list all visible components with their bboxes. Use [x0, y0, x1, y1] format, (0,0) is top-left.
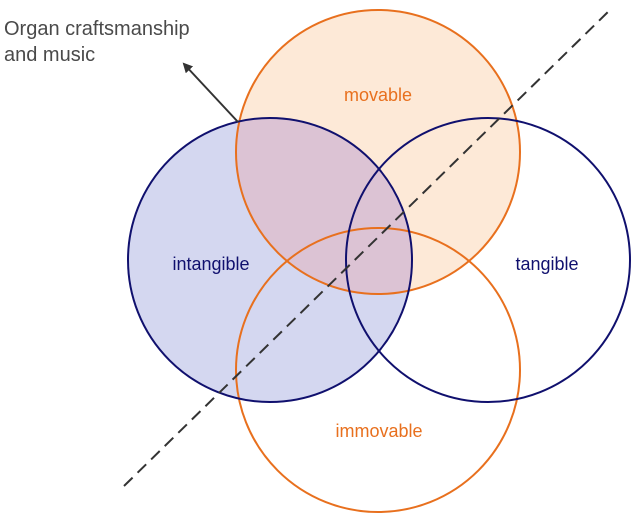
callout-arrow [182, 62, 239, 123]
callout-line-1: Organ craftsmanship [4, 18, 190, 40]
immovable-circle [235, 227, 521, 513]
organ-craftsmanship-callout: Organ craftsmanship and music [4, 16, 190, 68]
callout-line-2: and music [4, 44, 96, 66]
movable-label: movable [344, 85, 412, 105]
tangible-label: tangible [515, 254, 578, 274]
immovable-label: immovable [335, 421, 422, 441]
intangible-circle [127, 117, 413, 403]
tangible-circle [345, 117, 631, 403]
movable-circle [235, 9, 521, 295]
intangible-label: intangible [172, 254, 249, 274]
